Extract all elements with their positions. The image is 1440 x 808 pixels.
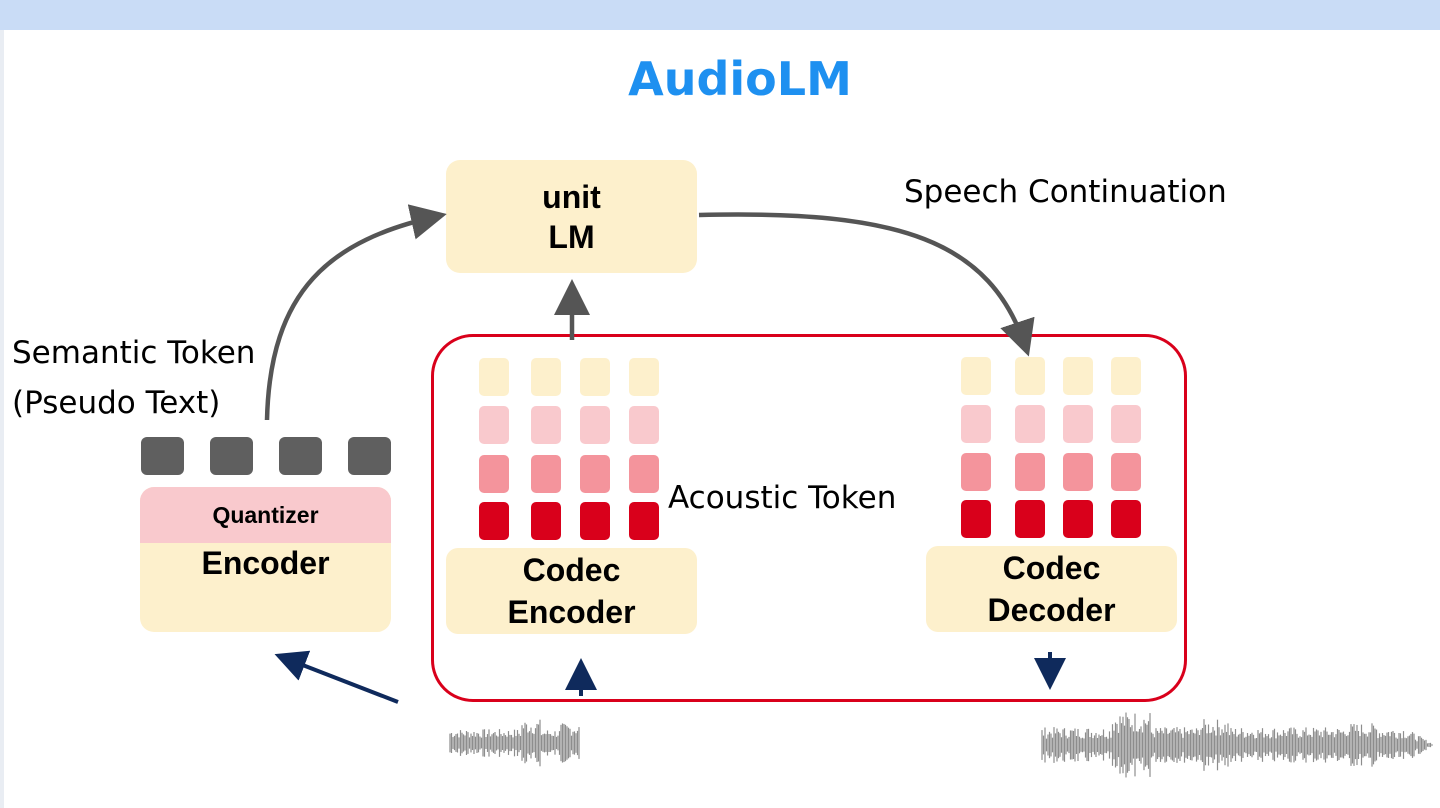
acoustic-token: [1015, 405, 1045, 443]
acoustic-token: [629, 358, 659, 396]
acoustic-token: [1063, 500, 1093, 538]
codec-decoder-line2: Decoder: [987, 592, 1116, 628]
acoustic-token: [961, 357, 991, 395]
codec-decoder-line1: Codec: [1002, 550, 1101, 586]
semantic-token-3: [279, 437, 322, 475]
acoustic-token: [531, 358, 561, 396]
codec-decoder-box: Codec Decoder: [926, 546, 1177, 632]
encoder-label: Encoder: [201, 545, 330, 581]
acoustic-token: [531, 502, 561, 540]
audio-to-encoder-arrow: [274, 650, 399, 704]
acoustic-token: [479, 455, 509, 493]
acoustic-token: [580, 502, 610, 540]
semantic-token-line1: Semantic Token: [12, 335, 256, 371]
acoustic-token: [1111, 405, 1141, 443]
acoustic-codec-group: [431, 334, 1187, 702]
acoustic-token: [1111, 500, 1141, 538]
lm-to-decoder-arrow: [698, 212, 1035, 357]
acoustic-token: [1015, 453, 1045, 491]
acoustic-token: [961, 453, 991, 491]
acoustic-token: [580, 358, 610, 396]
input-waveform: [449, 719, 580, 767]
semantic-token-4: [348, 437, 391, 475]
codec-encoder-line2: Encoder: [507, 594, 636, 630]
acoustic-token: [531, 406, 561, 444]
unit-lm-box: unit LM: [446, 160, 697, 273]
semantic-token-label: Semantic Token (Pseudo Text): [12, 328, 255, 428]
acoustic-token: [1015, 357, 1045, 395]
diagram-title: AudioLM: [628, 52, 852, 106]
codec-encoder-line1: Codec: [522, 552, 621, 588]
acoustic-token: [629, 502, 659, 540]
acoustic-token: [479, 406, 509, 444]
acoustic-token: [1063, 453, 1093, 491]
acoustic-token: [1063, 405, 1093, 443]
semantic-token-2: [210, 437, 253, 475]
left-edge: [0, 30, 4, 808]
output-waveform: [1041, 712, 1433, 778]
acoustic-token: [1111, 357, 1141, 395]
quantizer-band: Quantizer: [140, 487, 391, 543]
acoustic-token: [479, 502, 509, 540]
acoustic-token: [1111, 453, 1141, 491]
semantic-to-lm-arrow: [264, 204, 447, 421]
acoustic-token: [479, 358, 509, 396]
speech-continuation-label: Speech Continuation: [904, 174, 1227, 210]
acoustic-token: [1063, 357, 1093, 395]
acoustic-token: [629, 455, 659, 493]
acoustic-token: [580, 455, 610, 493]
semantic-encoder-box: Quantizer Encoder: [140, 487, 391, 632]
acoustic-token: [961, 500, 991, 538]
top-banner: [0, 0, 1440, 30]
acoustic-token: [580, 406, 610, 444]
acoustic-token-label: Acoustic Token: [668, 480, 897, 516]
codec-encoder-box: Codec Encoder: [446, 548, 697, 634]
unit-lm-line1: unit: [542, 178, 601, 215]
semantic-token-1: [141, 437, 184, 475]
acoustic-token: [961, 405, 991, 443]
acoustic-token: [1015, 500, 1045, 538]
acoustic-token: [629, 406, 659, 444]
acoustic-token: [531, 455, 561, 493]
semantic-token-line2: (Pseudo Text): [12, 385, 221, 421]
unit-lm-line2: LM: [548, 218, 595, 255]
